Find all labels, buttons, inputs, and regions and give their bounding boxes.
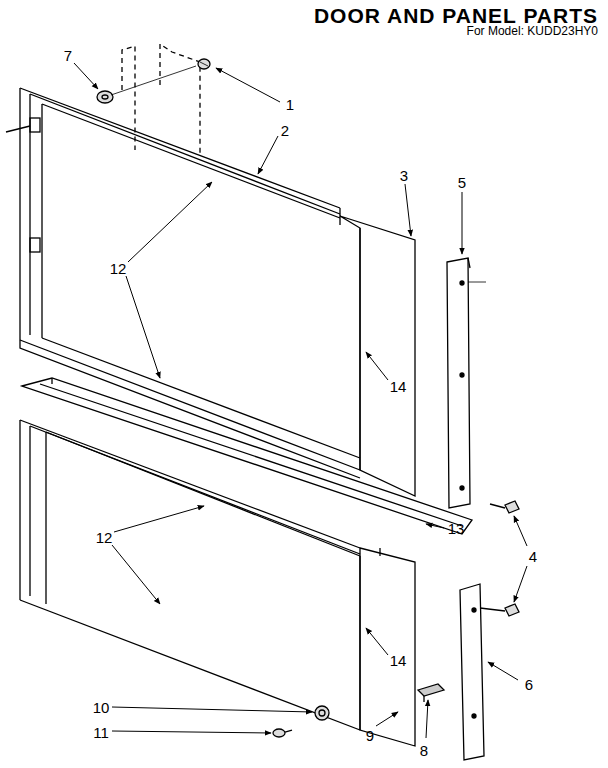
lower-panel: [20, 420, 444, 746]
side-strips: [447, 258, 519, 760]
callout-number: 8: [420, 743, 428, 758]
diagram-title: DOOR AND PANEL PARTS: [314, 5, 598, 26]
callout-number: 7: [64, 48, 72, 63]
callout-number: 14: [390, 653, 407, 668]
callout-number: 12: [110, 261, 127, 276]
callout-number: 11: [93, 725, 109, 740]
callout-number: 13: [448, 521, 465, 536]
callout-number: 10: [93, 700, 110, 715]
upper-door: [6, 44, 415, 496]
callout-number: 14: [390, 379, 407, 394]
callout-number: 12: [96, 530, 113, 545]
callout-number: 6: [525, 677, 533, 692]
callout-number: 3: [400, 168, 408, 183]
callout-number: 9: [366, 728, 374, 743]
model-number: For Model: KUDD23HY0: [467, 25, 598, 37]
callout-number: 2: [281, 123, 289, 138]
callout-number: 1: [286, 97, 294, 112]
callout-number: 5: [458, 175, 466, 190]
callout-number: 4: [529, 549, 537, 564]
leader-lines: [74, 63, 527, 738]
